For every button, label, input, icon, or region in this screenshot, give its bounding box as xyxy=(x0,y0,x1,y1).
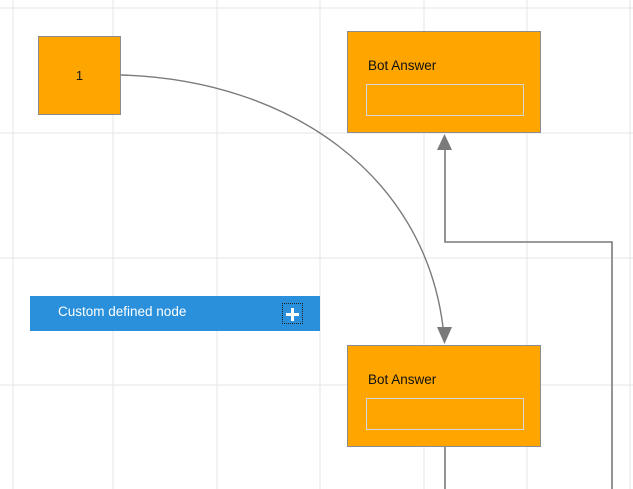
bot-answer-title: Bot Answer xyxy=(368,58,437,73)
custom-defined-node-label: Custom defined node xyxy=(58,304,187,319)
edge-start-to-bot-answer-bottom[interactable] xyxy=(120,74,444,328)
bot-answer-title: Bot Answer xyxy=(368,372,437,387)
start-node[interactable]: 1 xyxy=(38,36,121,115)
plus-icon[interactable] xyxy=(282,303,303,324)
start-node-label: 1 xyxy=(75,68,84,83)
bot-answer-node-bottom[interactable]: Bot Answer xyxy=(347,345,541,447)
bot-answer-content-slot[interactable] xyxy=(366,84,524,116)
bot-answer-node-top[interactable]: Bot Answer xyxy=(347,31,541,133)
edge-feedback-loop[interactable] xyxy=(444,150,613,489)
plus-icon-vertical xyxy=(291,308,294,321)
arrowhead-up-icon xyxy=(437,134,452,150)
bot-answer-content-slot[interactable] xyxy=(366,398,524,430)
custom-defined-node-bar[interactable]: Custom defined node xyxy=(30,296,320,331)
arrowhead-down-icon xyxy=(437,327,452,344)
